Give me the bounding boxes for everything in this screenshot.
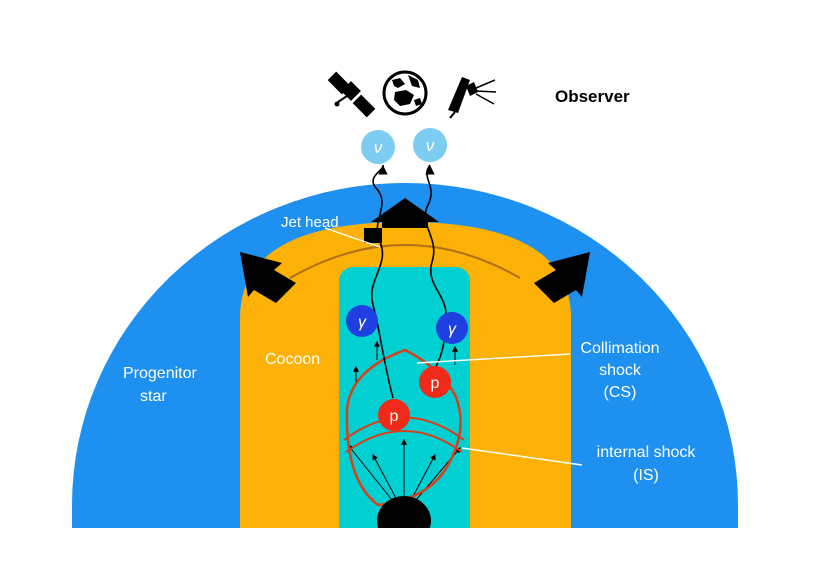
internal-shock-arc-2 bbox=[345, 430, 463, 453]
jet-head-label: Jet head bbox=[281, 214, 339, 231]
collimation-shock-leader bbox=[416, 353, 571, 364]
jet-head-leader bbox=[324, 227, 381, 248]
collimation-label-2: shock bbox=[599, 362, 642, 379]
proton-symbol-upper: p bbox=[431, 375, 440, 392]
internal-shock-leader bbox=[461, 447, 583, 466]
progenitor-label-1: Progenitor bbox=[123, 365, 197, 382]
collimation-shock bbox=[345, 348, 462, 507]
gamma-circle-left bbox=[346, 305, 378, 337]
jet-head-arc bbox=[289, 244, 521, 279]
proton-circle-lower bbox=[378, 399, 410, 431]
right-expansion-arrow bbox=[534, 252, 590, 303]
cocoon-label: Cocoon bbox=[265, 351, 320, 368]
gamma-circle-right bbox=[436, 312, 468, 344]
gamma-symbol-left: γ bbox=[358, 314, 367, 331]
neutrino-symbol-right: ν bbox=[426, 136, 435, 155]
internal-shock-label-1: internal shock bbox=[597, 444, 697, 461]
proton-circle-upper bbox=[419, 366, 451, 398]
neutrino-circle-right bbox=[413, 128, 447, 162]
left-expansion-arrow bbox=[240, 252, 296, 303]
internal-shock-label-2: (IS) bbox=[633, 467, 659, 484]
earth-icon bbox=[382, 70, 428, 116]
progenitor-label-2: star bbox=[140, 388, 167, 405]
observer-label: Observer bbox=[555, 87, 630, 106]
jet-head-arrow bbox=[364, 198, 447, 243]
satellite-icon bbox=[327, 71, 376, 118]
neutrino-circle-left bbox=[361, 130, 395, 164]
telescope-icon bbox=[448, 77, 497, 119]
gamma-symbol-right: γ bbox=[448, 321, 457, 338]
proton-symbol-lower: p bbox=[390, 408, 399, 425]
collimation-label-1: Collimation bbox=[580, 340, 659, 357]
collimation-label-3: (CS) bbox=[604, 384, 637, 401]
neutrino-symbol-left: ν bbox=[374, 138, 383, 157]
